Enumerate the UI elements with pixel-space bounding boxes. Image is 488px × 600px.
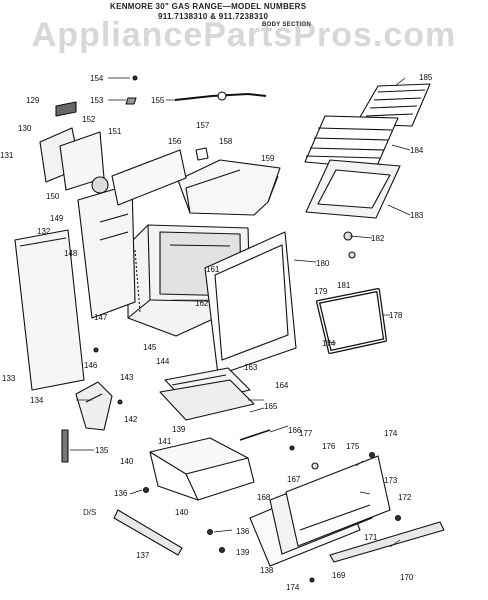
part-168: 168: [257, 493, 271, 502]
part-185: 185: [419, 73, 433, 82]
part-159: 159: [261, 154, 275, 163]
hardware: [55, 75, 402, 583]
part-145: 145: [143, 343, 157, 352]
part-150: 150: [46, 192, 60, 201]
part-130: 130: [18, 124, 32, 133]
part-174c: 174: [286, 583, 300, 592]
part-163: 163: [244, 363, 258, 372]
door-hinge: [61, 381, 113, 463]
part-174b: 174: [384, 429, 398, 438]
top-cover: [177, 159, 281, 216]
part-153: 153: [90, 96, 104, 105]
part-162: 162: [195, 299, 209, 308]
part-176: 176: [322, 442, 336, 451]
part-174a: 174: [322, 339, 336, 348]
model-numbers: 911.7138310 & 911.7238310: [158, 12, 269, 21]
part-149: 149: [50, 214, 64, 223]
part-139a: 139: [172, 425, 186, 434]
part-155: 155: [151, 96, 165, 105]
part-134: 134: [30, 396, 44, 405]
part-151: 151: [108, 127, 122, 136]
part-136b: 136: [236, 527, 250, 536]
part-143: 143: [120, 373, 134, 382]
part-133: 133: [2, 374, 16, 383]
part-171: 171: [364, 533, 378, 542]
part-182: 182: [371, 234, 385, 243]
back-panel: [39, 127, 187, 319]
part-129: 129: [26, 96, 40, 105]
oven-racks: [304, 83, 431, 219]
part-139b: 139: [236, 548, 250, 557]
part-154: 154: [90, 74, 104, 83]
part-161: 161: [206, 265, 220, 274]
part-169: 169: [332, 571, 346, 580]
part-158: 158: [219, 137, 233, 146]
burner-tube: [174, 91, 267, 101]
part-140a: 140: [120, 457, 134, 466]
part-141: 141: [158, 437, 172, 446]
front-frame: [204, 231, 297, 376]
part-147: 147: [94, 313, 108, 322]
kick-plate: [113, 509, 445, 563]
leader-lines: [70, 77, 411, 548]
part-167: 167: [287, 475, 301, 484]
part-152: 152: [82, 115, 96, 124]
part-157: 157: [196, 121, 210, 130]
part-184: 184: [410, 146, 424, 155]
part-172: 172: [398, 493, 412, 502]
part-166: 166: [288, 426, 302, 435]
part-137: 137: [136, 551, 150, 560]
part-170: 170: [400, 573, 414, 582]
watermark: AppliancePartsPros.com: [31, 16, 457, 54]
part-183: 183: [410, 211, 424, 220]
part-148: 148: [64, 249, 78, 258]
storage-drawer: [149, 437, 255, 501]
part-178: 178: [389, 311, 403, 320]
part-144: 144: [156, 357, 170, 366]
part-177: 177: [299, 429, 313, 438]
part-142: 142: [124, 415, 138, 424]
part-164: 164: [275, 381, 289, 390]
oven-door: [249, 455, 391, 567]
part-135: 135: [95, 446, 109, 455]
side-panel: [14, 229, 85, 391]
part-labels: 154 153 155 129 130 131 152 151 156 157 …: [0, 73, 433, 592]
part-136a: 136: [114, 489, 128, 498]
part-138: 138: [260, 566, 274, 575]
part-173: 173: [384, 476, 398, 485]
door-gasket: [316, 288, 387, 354]
part-179: 179: [314, 287, 328, 296]
part-175: 175: [346, 442, 360, 451]
part-140b: 140: [175, 508, 189, 517]
diagram-title: KENMORE 30" GAS RANGE—MODEL NUMBERS: [110, 2, 307, 11]
part-131: 131: [0, 151, 14, 160]
part-180: 180: [316, 259, 330, 268]
part-132: 132: [37, 227, 51, 236]
part-165: 165: [264, 402, 278, 411]
broiler-pan: [159, 367, 255, 421]
section-name: BODY SECTION: [262, 22, 312, 28]
part-181: 181: [337, 281, 351, 290]
part-156: 156: [168, 137, 182, 146]
footer-code: D/S: [83, 508, 97, 517]
part-146: 146: [84, 361, 98, 370]
